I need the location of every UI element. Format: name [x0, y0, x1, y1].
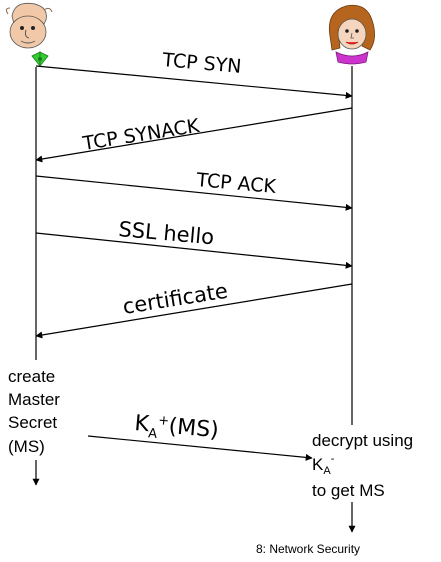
footer-label: 8: Network Security	[256, 542, 360, 556]
right-note: decrypt using KA- to get MS	[312, 431, 413, 500]
left-note-line-4: (MS)	[8, 437, 45, 456]
arrow-master-secret	[87, 435, 313, 461]
left-note-line-3: Secret	[8, 413, 57, 432]
arrow-certificate	[35, 283, 353, 339]
arrow-ssl-hello	[35, 232, 353, 269]
label-tcp-synack: TCP SYNACK	[80, 115, 201, 155]
right-note-line-1: decrypt using	[312, 431, 413, 450]
woman-cartoon-icon	[328, 4, 375, 65]
right-note-line-3: to get MS	[312, 481, 385, 500]
arrow-tcp-ack	[35, 175, 353, 211]
left-note-line-2: Master	[8, 390, 60, 409]
label-master-secret: KA+(MS)	[133, 411, 220, 447]
left-note-line-1: create	[8, 367, 55, 386]
arrow-tcp-syn	[35, 65, 353, 99]
arrow-tcp-synack	[35, 107, 353, 163]
label-tcp-syn: TCP SYN	[161, 49, 243, 78]
man-cartoon-icon	[5, 2, 53, 68]
right-note-key: KA-	[312, 453, 335, 477]
label-ssl-hello: SSL hello	[118, 217, 216, 249]
left-note: create Master Secret (MS)	[8, 367, 60, 456]
